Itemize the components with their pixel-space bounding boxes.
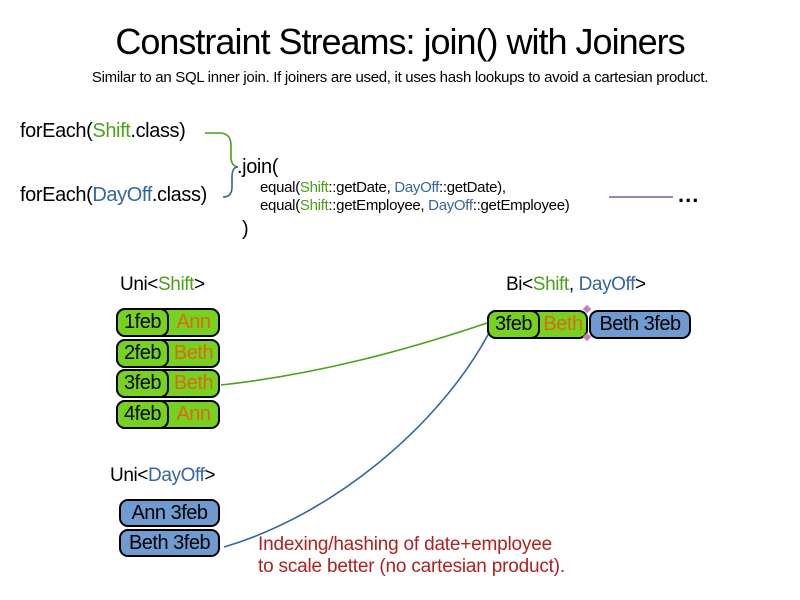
code-text: ::getEmployee): [472, 197, 570, 214]
date-cell: 2feb: [116, 338, 169, 368]
name-cell: Beth: [543, 313, 583, 335]
indexing-note: Indexing/hashing of date+employee to sca…: [258, 534, 565, 577]
uni-shift-table: 1feb Ann 2feb Beth 3feb Beth 4feb Ann: [116, 308, 220, 430]
code-text: .class): [130, 120, 186, 142]
table-row: Ann 3feb: [119, 499, 220, 527]
code-text: .class): [151, 184, 207, 206]
bi-label: Bi<Shift, DayOff>: [506, 274, 646, 296]
label-text: ,: [568, 274, 579, 295]
code-shift-class: Shift: [299, 197, 329, 214]
code-join-close: ): [242, 218, 249, 240]
label-text: Uni<: [110, 465, 149, 486]
code-joiner-date: equal(Shift::getDate, DayOff::getDate),: [260, 179, 506, 197]
table-row: 2feb Beth: [116, 338, 220, 368]
dayoff-to-bi-line: [223, 332, 490, 548]
table-row: 3feb Beth: [487, 310, 588, 339]
label-text: >: [634, 274, 646, 295]
dayoff-type: DayOff: [148, 465, 205, 486]
code-dayoff-class: DayOff: [428, 197, 473, 214]
code-foreach-shift: forEach(Shift.class): [20, 118, 186, 145]
dayoff-type: DayOff: [578, 274, 636, 295]
dayoff-cell: Beth 3feb: [589, 310, 691, 339]
shift-to-bi-line: [220, 322, 488, 386]
uni-dayoff-label: Uni<DayOff>: [110, 465, 215, 487]
code-text: equal(: [260, 179, 300, 196]
code-text: equal(: [260, 197, 300, 214]
label-text: Uni<: [120, 274, 159, 295]
code-text: ::getEmployee,: [328, 197, 429, 214]
table-row: Beth 3feb: [119, 529, 220, 557]
table-row: 1feb Ann: [116, 308, 220, 337]
uni-dayoff-table: Ann 3feb Beth 3feb: [119, 499, 220, 559]
code-text: forEach(: [20, 184, 93, 206]
code-dayoff-class: DayOff: [394, 179, 439, 196]
note-line: to scale better (no cartesian product).: [258, 555, 565, 577]
shift-type: Shift: [158, 274, 195, 295]
code-shift-class: Shift: [92, 120, 131, 142]
ellipsis-text: ...: [678, 182, 700, 207]
label-text: Bi<: [506, 274, 533, 295]
table-row: 3feb Beth: [116, 369, 220, 398]
date-cell: 1feb: [116, 308, 169, 337]
name-cell: Ann: [176, 402, 211, 425]
page-title: Constraint Streams: join() with Joiners: [115, 21, 685, 62]
uni-shift-label: Uni<Shift>: [120, 274, 205, 296]
table-row: 4feb Ann: [116, 399, 220, 429]
name-cell: Beth: [173, 372, 214, 394]
code-text: forEach(: [20, 120, 93, 142]
name-cell: Beth: [173, 341, 214, 364]
name-cell: Ann: [176, 311, 211, 333]
bi-table: 3feb Beth Beth 3feb: [487, 310, 691, 339]
page-subtitle: Similar to an SQL inner join. If joiners…: [91, 69, 709, 86]
code-shift-class: Shift: [299, 179, 329, 196]
label-text: >: [194, 274, 205, 295]
date-cell: 4feb: [116, 399, 169, 429]
note-line: Indexing/hashing of date+employee: [258, 534, 552, 555]
code-foreach-dayoff: forEach(DayOff.class): [20, 182, 207, 209]
code-text: ::getDate,: [328, 179, 395, 196]
brace-dayoff-line: [222, 166, 239, 198]
shift-type: Shift: [532, 274, 569, 295]
code-join-open: .join(: [237, 156, 278, 178]
brace-shift-line: [205, 132, 239, 168]
code-text: ::getDate),: [438, 179, 506, 196]
date-cell: 3feb: [116, 369, 169, 398]
label-text: >: [204, 465, 216, 486]
more-joiners-line: [609, 196, 673, 198]
code-joiner-employee: equal(Shift::getEmployee, DayOff::getEmp…: [260, 197, 570, 215]
date-cell: 3feb: [487, 310, 540, 339]
code-dayoff-class: DayOff: [92, 184, 152, 206]
